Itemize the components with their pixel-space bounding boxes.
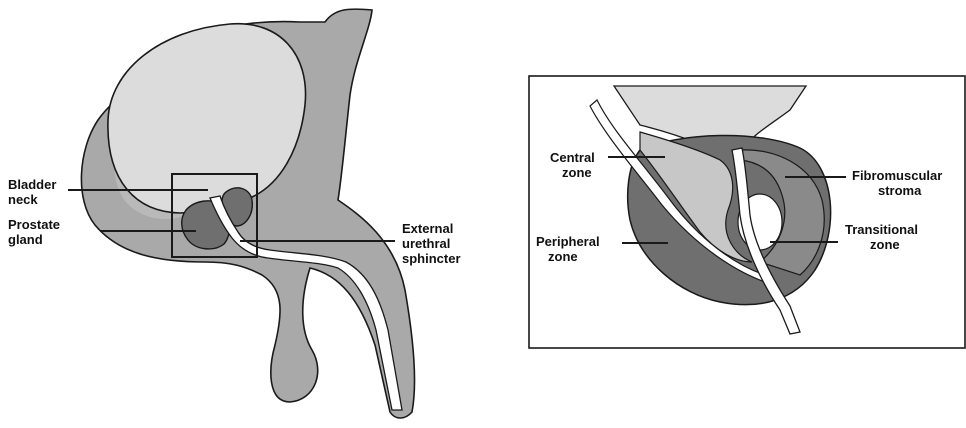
right-zonal-panel: Central zone Peripheral zone Fibromuscul… [529, 76, 965, 348]
label-bladder-neck: Bladder neck [8, 177, 60, 207]
label-external-urethral-sphincter: External urethral sphincter [402, 221, 461, 266]
label-prostate-gland: Prostate gland [8, 217, 64, 247]
left-sagittal-panel: Bladder neck Prostate gland External ure… [8, 9, 461, 418]
